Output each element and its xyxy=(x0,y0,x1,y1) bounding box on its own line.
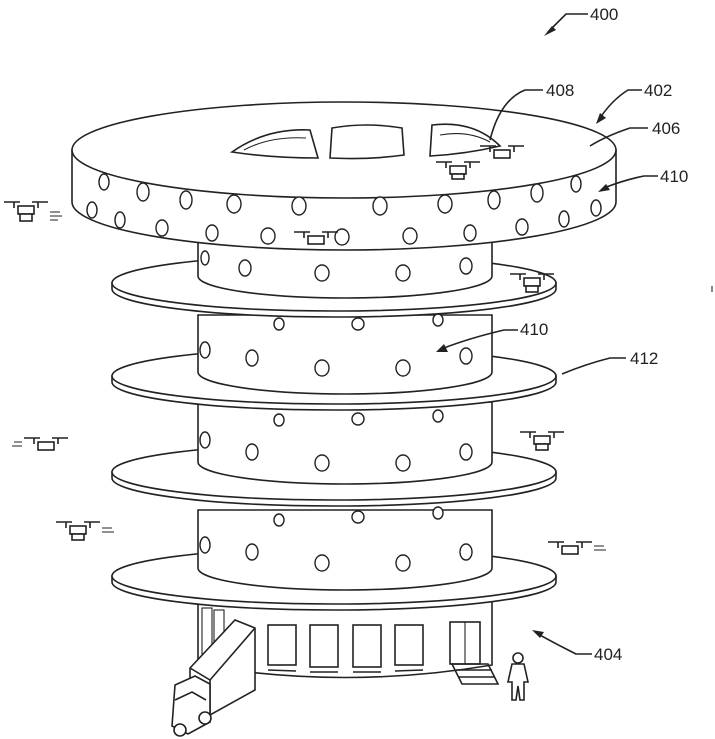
label-406: 406 xyxy=(652,119,680,138)
label-410-top: 410 xyxy=(660,167,688,186)
drone xyxy=(510,273,554,293)
drone xyxy=(4,201,62,222)
label-404: 404 xyxy=(594,645,622,664)
callout-412: 412 xyxy=(561,349,658,375)
callout-410-top: 410 xyxy=(598,167,688,192)
drone xyxy=(56,521,114,541)
callout-406: 406 xyxy=(589,119,680,147)
drone xyxy=(480,145,524,159)
cylinder-level-0 xyxy=(197,237,493,299)
cylinder-level-3 xyxy=(197,506,493,591)
label-408: 408 xyxy=(546,81,574,100)
cylinder-level-2 xyxy=(197,401,493,485)
ground-level xyxy=(197,599,500,685)
delivery-truck xyxy=(171,619,256,737)
label-412: 412 xyxy=(630,349,658,368)
top-platform xyxy=(71,101,617,251)
drone xyxy=(548,541,606,555)
drone xyxy=(520,431,564,451)
drone xyxy=(436,161,480,180)
callout-410-mid: 410 xyxy=(436,320,548,352)
drone xyxy=(12,437,68,451)
label-400: 400 xyxy=(590,5,618,24)
cylinder-level-1 xyxy=(197,313,493,395)
person-figure xyxy=(507,652,529,701)
callout-404: 404 xyxy=(532,630,622,664)
callout-408: 408 xyxy=(489,81,574,141)
callout-400: 400 xyxy=(544,5,618,36)
label-410-mid: 410 xyxy=(520,320,548,339)
drone xyxy=(294,231,338,245)
callout-402: 402 xyxy=(596,81,672,124)
label-402: 402 xyxy=(644,81,672,100)
